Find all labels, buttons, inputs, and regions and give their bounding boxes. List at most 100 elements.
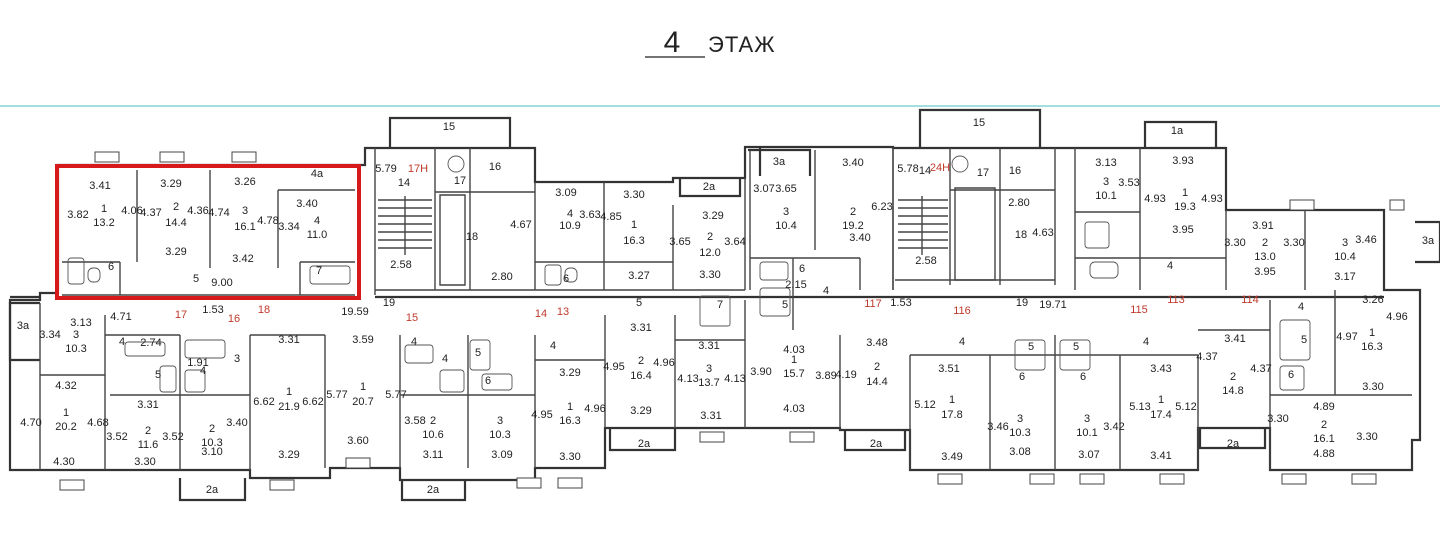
corridor-number-label: 13 bbox=[557, 306, 569, 318]
room-label: 3.89 bbox=[815, 370, 836, 382]
room-label: 4.67 bbox=[510, 219, 531, 231]
room-label: 5.13 bbox=[1129, 401, 1150, 413]
room-label: 3.29 bbox=[559, 367, 580, 379]
room-label: 4 bbox=[1167, 260, 1173, 272]
room-label: 4 bbox=[1298, 301, 1304, 313]
room-label: 3.40 bbox=[849, 232, 870, 244]
room-label: 19 bbox=[1016, 297, 1028, 309]
room-label: 2 bbox=[1230, 371, 1236, 383]
room-label: 4 bbox=[119, 336, 125, 348]
room-label: 4 bbox=[200, 365, 206, 377]
room-label: 2.80 bbox=[1008, 197, 1029, 209]
room-label: 4.93 bbox=[1201, 193, 1222, 205]
room-label: 2 bbox=[1262, 237, 1268, 249]
room-label: 2a bbox=[206, 484, 219, 496]
room-label: 19.71 bbox=[1039, 299, 1067, 311]
room-label: 3.29 bbox=[278, 449, 299, 461]
room-label: 4.03 bbox=[783, 403, 804, 415]
room-label: 3.63 bbox=[579, 209, 600, 221]
room-label: 3.13 bbox=[70, 317, 91, 329]
room-label: 3.31 bbox=[137, 399, 158, 411]
room-label: 3 bbox=[242, 205, 248, 217]
room-label: 3.29 bbox=[165, 246, 186, 258]
room-label: 5 bbox=[782, 299, 788, 311]
room-label: 3.10 bbox=[201, 446, 222, 458]
room-label: 19.59 bbox=[341, 306, 369, 318]
room-label: 2.74 bbox=[140, 337, 161, 349]
bathroom-fixtures bbox=[67, 155, 1311, 393]
room-label: 3.41 bbox=[1150, 450, 1171, 462]
room-label: 17 bbox=[454, 175, 466, 187]
room-label: 4.30 bbox=[53, 456, 74, 468]
room-label: 16.1 bbox=[1313, 433, 1334, 445]
room-label: 9.00 bbox=[211, 277, 232, 289]
corridor-number-label: 117 bbox=[864, 298, 882, 310]
room-label: 18 bbox=[1015, 229, 1027, 241]
room-label: 4.63 bbox=[1032, 227, 1053, 239]
room-label: 5.12 bbox=[1175, 401, 1196, 413]
room-label: 5.12 bbox=[914, 399, 935, 411]
room-label: 2a bbox=[427, 484, 440, 496]
room-label: 1.53 bbox=[890, 297, 911, 309]
room-label: 10.3 bbox=[65, 343, 86, 355]
room-label: 3.31 bbox=[278, 334, 299, 346]
room-label: 3.53 bbox=[1118, 177, 1139, 189]
room-label: 10.4 bbox=[1334, 251, 1355, 263]
room-label: 4.70 bbox=[20, 417, 41, 429]
room-label: 4.19 bbox=[835, 369, 856, 381]
room-label: 1.53 bbox=[202, 304, 223, 316]
corridor-number-label: 113 bbox=[1167, 294, 1185, 306]
room-label: 12.0 bbox=[699, 247, 720, 259]
room-label: 2 bbox=[874, 361, 880, 373]
corridor-number-label: 114 bbox=[1241, 294, 1259, 306]
room-label: 3.31 bbox=[700, 410, 721, 422]
room-label: 3.09 bbox=[555, 187, 576, 199]
room-label: 3.42 bbox=[232, 253, 253, 265]
room-label: 10.1 bbox=[1076, 427, 1097, 439]
room-label: 16.3 bbox=[1361, 341, 1382, 353]
room-label: 5 bbox=[636, 297, 642, 309]
room-label: 4.37 bbox=[1250, 363, 1271, 375]
room-label: 4 bbox=[442, 353, 448, 365]
floor-heading: 4 ЭТАЖ bbox=[645, 26, 776, 59]
room-label: 3.52 bbox=[162, 431, 183, 443]
room-label: 3.08 bbox=[1009, 446, 1030, 458]
room-label: 16.3 bbox=[623, 235, 644, 247]
room-label: 4.89 bbox=[1313, 401, 1334, 413]
room-label: 2.15 bbox=[785, 279, 806, 291]
room-label: 21.9 bbox=[278, 401, 299, 413]
room-label: 3.29 bbox=[160, 178, 181, 190]
room-label: 3.51 bbox=[938, 363, 959, 375]
room-label: 3.30 bbox=[1224, 237, 1245, 249]
room-label: 10.1 bbox=[1095, 190, 1116, 202]
room-label: 3.31 bbox=[698, 340, 719, 352]
room-label: 6.62 bbox=[302, 396, 323, 408]
room-label: 3.64 bbox=[724, 236, 745, 248]
room-label: 3.59 bbox=[352, 334, 373, 346]
room-label: 5 bbox=[1073, 341, 1079, 353]
room-label: 15 bbox=[443, 121, 455, 133]
room-label: 10.3 bbox=[489, 429, 510, 441]
room-label: 3.60 bbox=[347, 435, 368, 447]
room-label: 13.2 bbox=[93, 217, 114, 229]
room-label: 4 bbox=[550, 340, 556, 352]
room-label: 1 bbox=[101, 203, 107, 215]
room-label: 2.80 bbox=[491, 271, 512, 283]
room-label: 4.78 bbox=[257, 215, 278, 227]
room-label: 3.95 bbox=[1172, 224, 1193, 236]
room-label: 4a bbox=[311, 168, 324, 180]
room-label: 3.07 bbox=[753, 183, 774, 195]
room-label: 20.2 bbox=[55, 421, 76, 433]
room-label: 19.2 bbox=[842, 220, 863, 232]
room-label: 16.3 bbox=[559, 415, 580, 427]
room-label: 2 bbox=[430, 415, 436, 427]
room-label: 3.49 bbox=[941, 451, 962, 463]
room-label: 3.65 bbox=[669, 236, 690, 248]
room-label: 2 bbox=[145, 425, 151, 437]
room-label: 1a bbox=[1171, 125, 1184, 137]
corridor-number-label: 24Н bbox=[930, 162, 950, 174]
room-label: 17 bbox=[977, 167, 989, 179]
floor-word: ЭТАЖ bbox=[708, 32, 776, 57]
corridor-number-label: 17 bbox=[175, 309, 187, 321]
